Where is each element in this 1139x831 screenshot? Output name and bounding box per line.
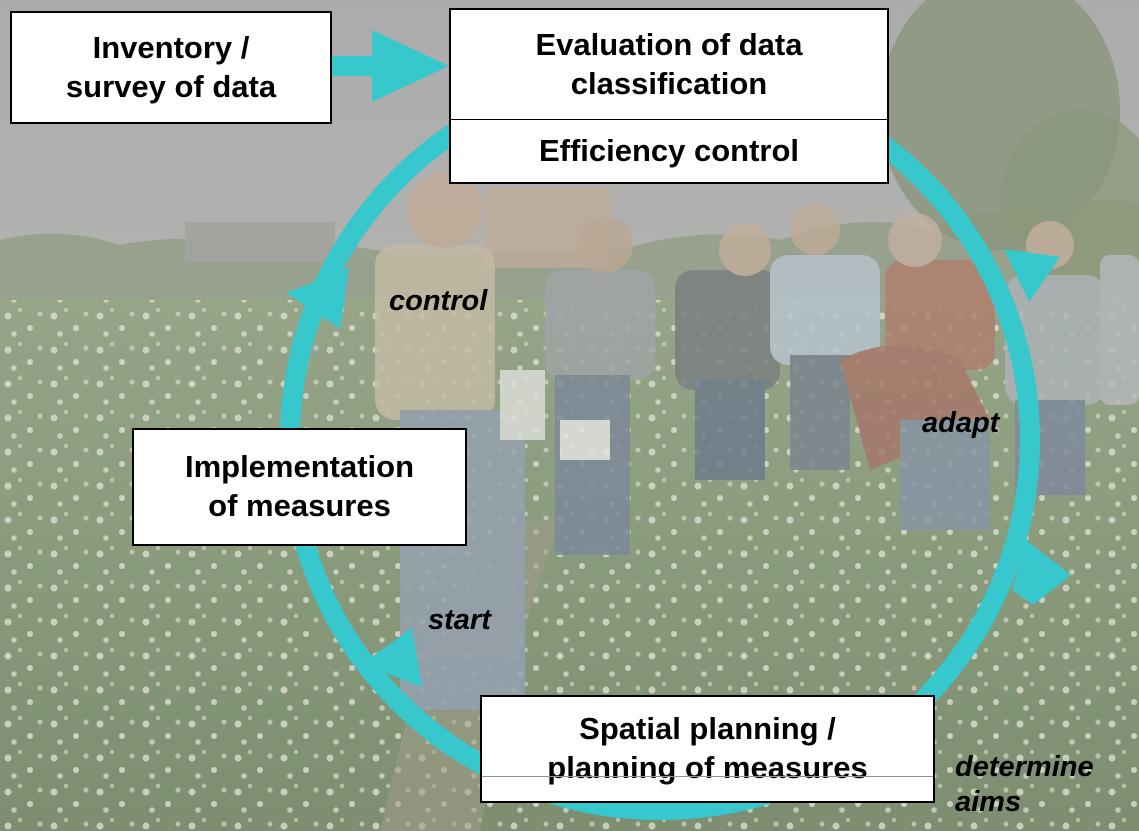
efficiency-label: Efficiency control	[538, 132, 800, 168]
efficiency-box: Efficiency control	[449, 119, 889, 184]
spatial-planning-box: Spatial planning / planning of measures	[480, 695, 935, 803]
barn	[185, 222, 335, 262]
evaluation-box: Evaluation of data classification	[449, 8, 889, 120]
determine-aims-label: determine aims	[955, 751, 1094, 818]
inventory-box: Inventory / survey of data	[10, 11, 332, 124]
inventory-label: Inventory / survey of data	[65, 29, 277, 104]
start-label: start	[428, 604, 491, 636]
group-of-farmers	[375, 172, 1139, 710]
implementation-label: Implementation of measures	[184, 449, 415, 523]
arrowhead-inventory-to-evaluation	[372, 30, 449, 102]
adapt-label: adapt	[922, 407, 1000, 439]
arrowhead-left-top	[286, 268, 349, 329]
spatial-planning-label: Spatial planning / planning of measures	[547, 711, 868, 785]
control-label: control	[389, 285, 488, 317]
implementation-box: Implementation of measures	[132, 428, 467, 546]
arrowhead-right-bottom	[1012, 540, 1071, 605]
arrowhead-left-bottom	[362, 628, 422, 687]
evaluation-label: Evaluation of data classification	[535, 26, 803, 101]
arrowhead-right-top	[1004, 249, 1060, 302]
